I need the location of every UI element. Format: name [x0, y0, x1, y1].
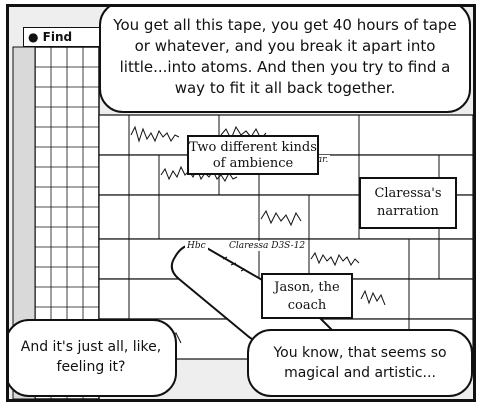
label-ambience: Two different kinds of ambience	[187, 135, 319, 175]
speech-bubble-bottom-right: You know, that seems so magical and arti…	[247, 329, 473, 397]
label-coach: Jason, the coach	[261, 273, 353, 319]
finder-menu[interactable]: ● Find	[23, 27, 103, 47]
label-narration: Claressa's narration	[359, 177, 457, 229]
speech-top-text: You get all this tape, you get 40 hours …	[113, 16, 457, 97]
label-ambience-text: Two different kinds of ambience	[189, 140, 317, 171]
label-coach-text: Jason, the coach	[274, 280, 340, 313]
speech-bubble-top: You get all this tape, you get 40 hours …	[99, 7, 471, 113]
speech-bottom-right-text: You know, that seems so magical and arti…	[273, 345, 447, 381]
track-label-hbc: Hbc	[185, 241, 208, 251]
track-label-claressa: Claressa D3S-12	[227, 241, 308, 251]
speech-bubble-bottom-left: And it's just all, like, feeling it?	[9, 319, 177, 397]
finder-menu-label: Find	[42, 30, 73, 44]
label-narration-text: Claressa's narration	[374, 186, 442, 219]
comic-panel: ● Find Clar. Claressa D3S-12 Hbc You get…	[6, 4, 476, 402]
speech-bottom-left-text: And it's just all, like, feeling it?	[20, 339, 162, 375]
apple-icon: ●	[28, 30, 39, 44]
